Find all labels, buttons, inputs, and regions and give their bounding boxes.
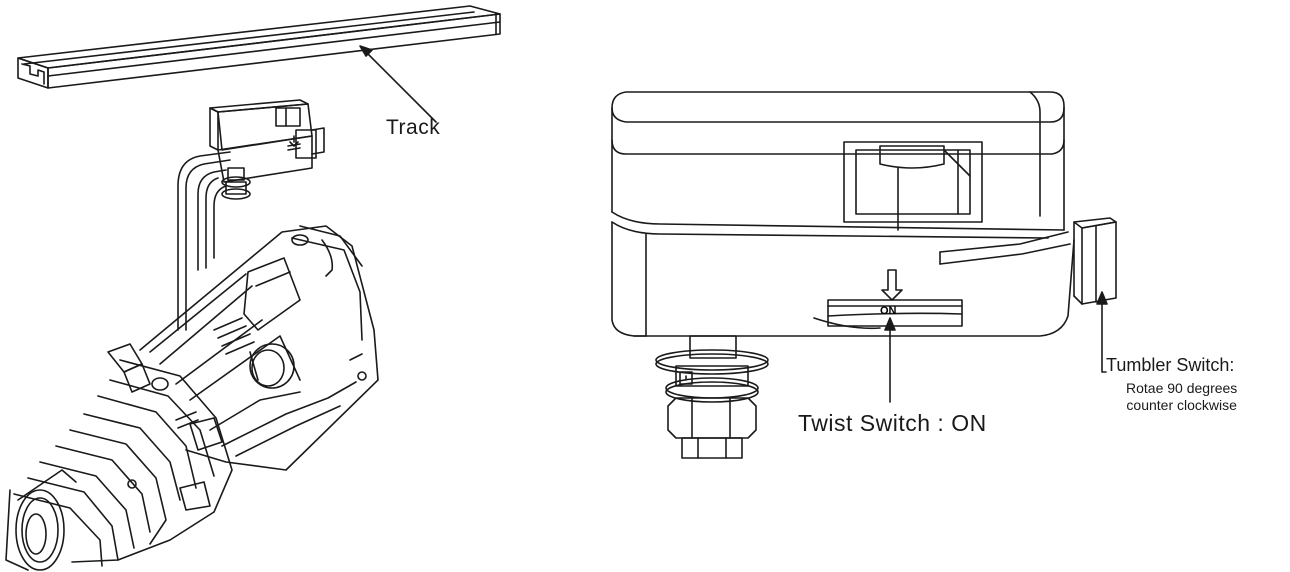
tumbler-instruction-line-1: Rotae 90 degrees	[1126, 380, 1238, 396]
spotlight-body	[139, 225, 379, 471]
tumbler-instruction-line-2: counter clockwise	[1126, 397, 1237, 413]
track-rail	[17, 5, 501, 89]
spotlight-arm	[177, 151, 231, 331]
tumbler-switch-leader	[1096, 291, 1108, 373]
track-label: Track	[386, 116, 441, 139]
spotlight-adapter	[209, 99, 325, 183]
tumbler-switch-instructions: Rotae 90 degrees counter clockwise	[1126, 380, 1237, 414]
tumbler-switch-label: Tumbler Switch:	[1106, 355, 1235, 375]
twist-switch-leader	[884, 317, 896, 403]
twist-switch-label: Twist Switch : ON	[798, 410, 987, 436]
spotlight-stem	[221, 167, 251, 200]
spotlight-lens-tube	[5, 343, 233, 571]
adapter-closeup	[611, 91, 1117, 459]
track-leader	[359, 45, 437, 123]
on-marking: ON	[880, 305, 897, 317]
